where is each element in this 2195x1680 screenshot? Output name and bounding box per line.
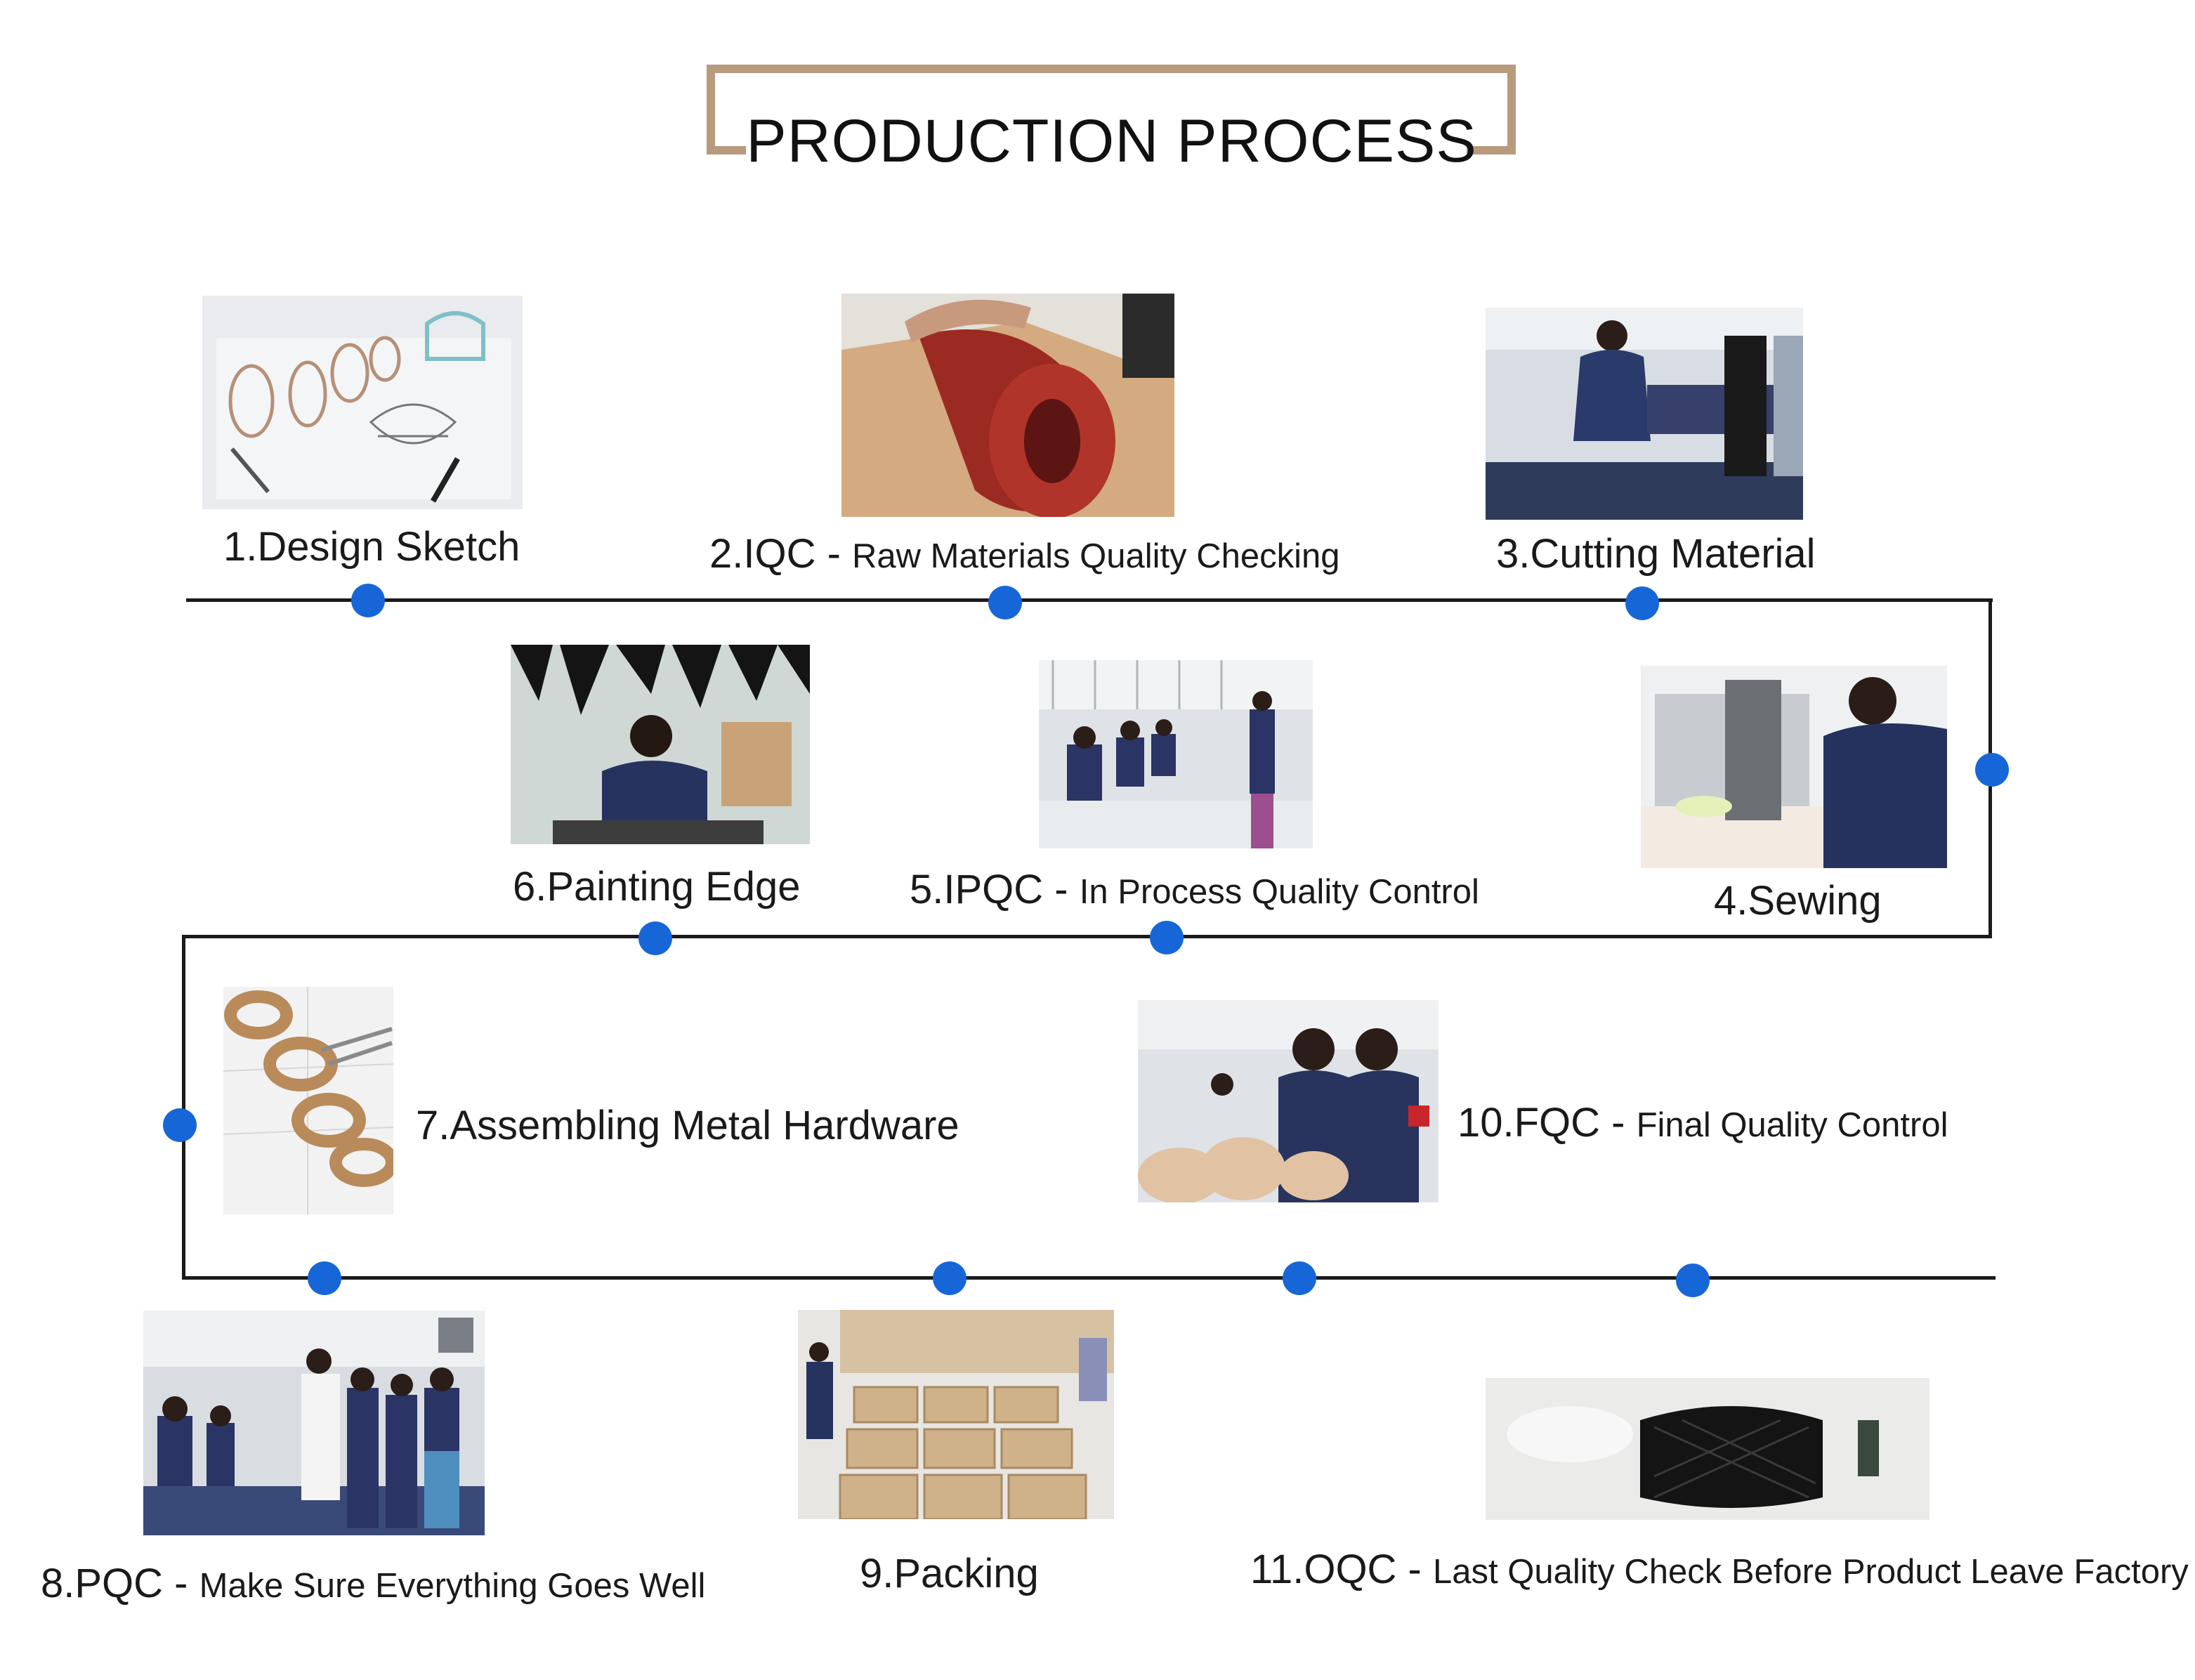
pqc-team-photo — [143, 1311, 485, 1535]
timeline-row-3 — [182, 1276, 1996, 1280]
title-frame-right — [1507, 65, 1516, 155]
step-4-label: 4.Sewing — [1714, 878, 1882, 924]
timeline-dot-4 — [1975, 753, 2009, 787]
packing-boxes-photo — [798, 1310, 1114, 1519]
black-bag-photo — [1486, 1378, 1929, 1520]
timeline-dot-9 — [933, 1261, 967, 1295]
timeline-dot-11 — [1676, 1264, 1710, 1297]
step-1-label: 1.Design Sketch — [223, 524, 520, 570]
page-title: PRODUCTION PROCESS — [746, 107, 1477, 175]
step-11-label: 11.OQC - Last Quality Check Before Produ… — [1250, 1547, 2189, 1592]
cutting-worker-photo — [1486, 308, 1803, 520]
timeline-row-1 — [186, 598, 1993, 602]
step-7-label: 7.Assembling Metal Hardware — [416, 1103, 959, 1148]
timeline-dot-10 — [1283, 1261, 1316, 1295]
metal-chain-photo — [223, 987, 393, 1214]
step-6-label: 6.Painting Edge — [513, 864, 801, 910]
title-frame-left — [707, 65, 715, 155]
title-frame-top — [707, 65, 1516, 73]
timeline-dot-5 — [1150, 921, 1184, 954]
step-3-label: 3.Cutting Material — [1496, 531, 1816, 577]
design-sketch-photo — [202, 296, 523, 509]
timeline-dot-2 — [988, 586, 1022, 619]
step-9-label: 9.Packing — [860, 1551, 1039, 1596]
title-frame-bottom-left — [707, 146, 746, 155]
timeline-dot-8 — [308, 1261, 341, 1295]
step-10-label: 10.FQC - Final Quality Control — [1457, 1100, 1948, 1146]
painting-edge-photo — [511, 645, 810, 844]
timeline-dot-6 — [638, 921, 672, 955]
timeline-dot-7 — [163, 1108, 197, 1142]
title-frame-bottom-right — [1467, 146, 1516, 155]
timeline-dot-3 — [1625, 586, 1659, 620]
step-8-label: 8.PQC - Make Sure Everything Goes Well — [41, 1561, 706, 1606]
final-check-photo — [1138, 1000, 1439, 1202]
timeline-dot-1 — [351, 584, 385, 617]
step-5-label: 5.IPQC - In Process Quality Control — [910, 867, 1479, 912]
raw-leather-photo — [841, 294, 1174, 517]
step-2-label: 2.IQC - Raw Materials Quality Checking — [709, 531, 1340, 577]
sewing-machine-photo — [1641, 666, 1947, 868]
timeline-connector-left — [182, 935, 185, 1279]
production-line-photo — [1039, 660, 1313, 848]
timeline-row-2 — [185, 935, 1992, 938]
